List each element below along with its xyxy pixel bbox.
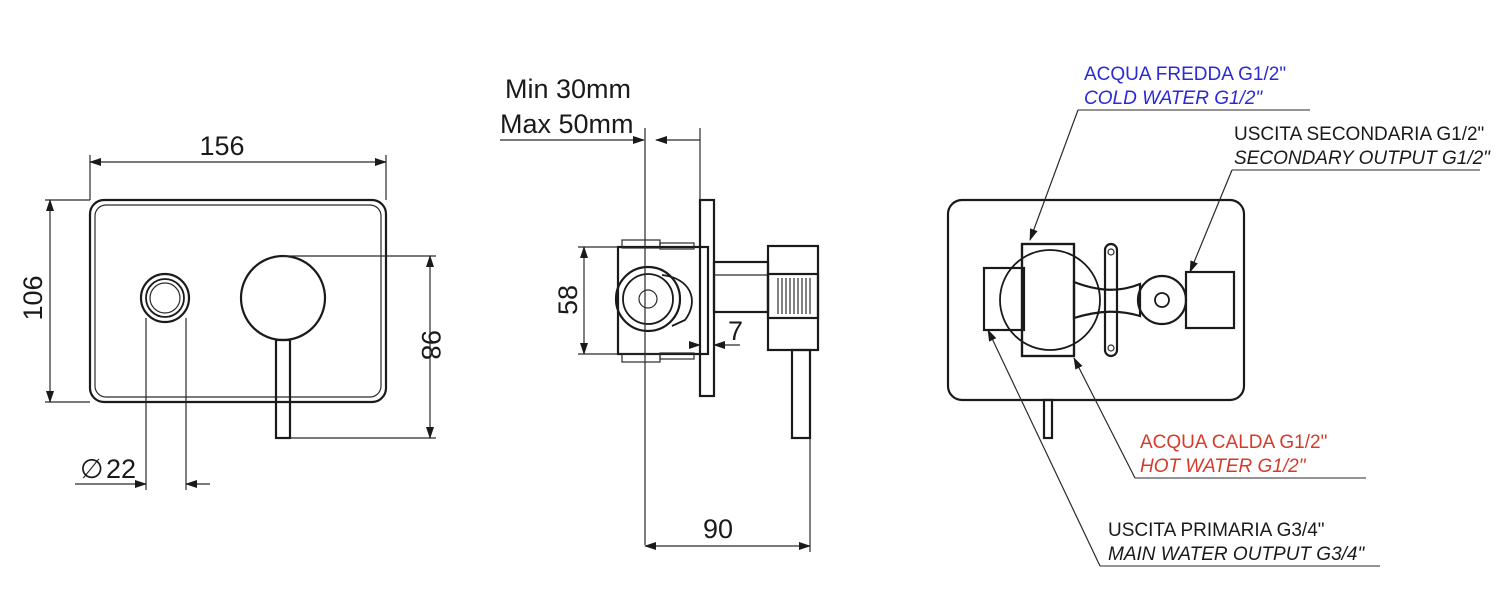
main-output-callout: USCITA PRIMARIA G3/4" MAIN WATER OUTPUT … <box>987 329 1380 567</box>
secondary-outlet <box>1184 270 1236 330</box>
diameter-symbol: ∅ <box>80 454 104 484</box>
main-output-label-en: MAIN WATER OUTPUT G3/4" <box>1108 544 1365 565</box>
main-outlet <box>982 266 1026 332</box>
body-height-dimension: 58 <box>553 285 583 315</box>
secondary-output-callout: USCITA SECONDARIA G1/2" SECONDARY OUTPUT… <box>1189 124 1491 273</box>
main-output-label-it: USCITA PRIMARIA G3/4" <box>1108 520 1325 541</box>
hot-water-label-en: HOT WATER G1/2" <box>1140 456 1307 477</box>
hot-water-label-it: ACQUA CALDA G1/2" <box>1140 432 1327 453</box>
button-diameter-dimension: 22 <box>106 454 136 484</box>
front-view: 156 106 98 ∅ 22 <box>18 131 446 490</box>
height-dimension: 106 <box>18 275 48 320</box>
side-view: Min 30mm Max 50mm 58 7 90 <box>500 74 820 552</box>
rear-plate <box>946 198 1246 402</box>
lever-handle <box>239 254 327 440</box>
width-dimension: 156 <box>199 131 244 161</box>
hot-water-callout: ACQUA CALDA G1/2" HOT WATER G1/2" <box>1073 357 1366 479</box>
depth-dimension: 90 <box>703 514 733 544</box>
cold-water-callout: ACQUA FREDDA G1/2" COLD WATER G1/2" <box>1029 64 1310 241</box>
wall-min-label: Min 30mm <box>505 74 631 104</box>
secondary-output-label-it: USCITA SECONDARIA G1/2" <box>1234 124 1484 145</box>
offset-dimension: 7 <box>728 316 743 346</box>
cold-water-label-en: COLD WATER G1/2" <box>1084 88 1263 109</box>
rear-view: ACQUA FREDDA G1/2" COLD WATER G1/2" USCI… <box>946 64 1491 567</box>
push-button <box>139 272 191 324</box>
valve-body <box>616 245 710 356</box>
lever-height-dimension: 98 <box>416 330 446 360</box>
wall-max-label: Max 50mm <box>500 109 634 139</box>
front-plate <box>88 198 388 404</box>
cold-water-label-it: ACQUA FREDDA G1/2" <box>1084 64 1286 85</box>
secondary-output-label-en: SECONDARY OUTPUT G1/2" <box>1234 148 1491 169</box>
